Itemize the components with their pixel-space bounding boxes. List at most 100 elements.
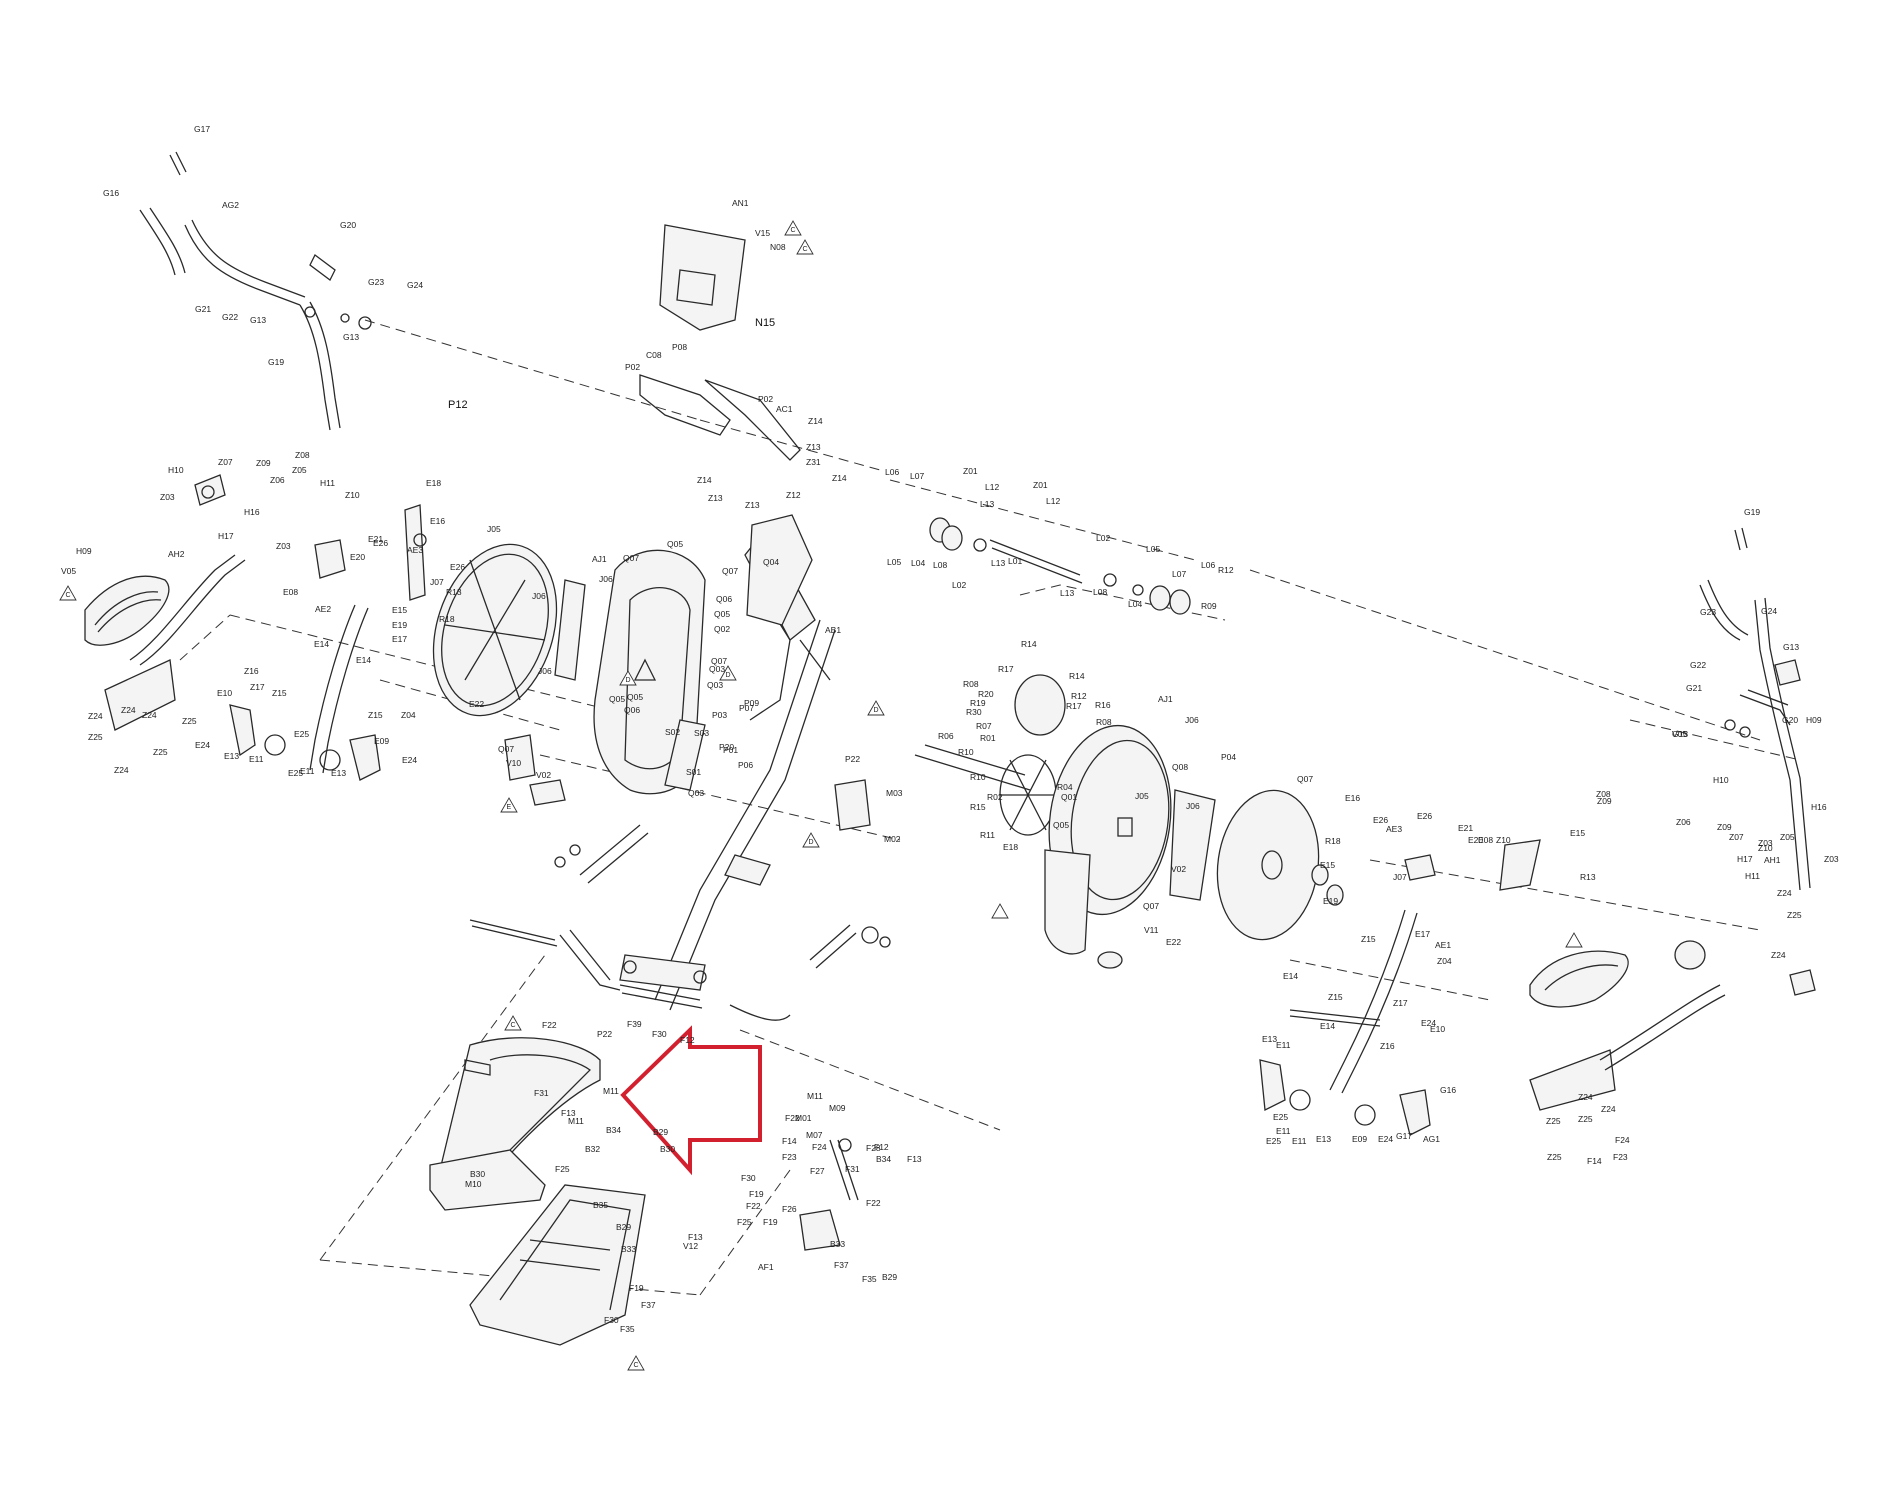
- part-label: G20: [1782, 715, 1798, 725]
- part-label: B32: [585, 1144, 600, 1154]
- part-label: P04: [1221, 752, 1236, 762]
- part-label: F22: [866, 1198, 881, 1208]
- part-label: V02: [1171, 864, 1186, 874]
- part-label: Q03: [709, 664, 725, 674]
- part-label: L12: [1046, 496, 1060, 506]
- part-label: Z09: [256, 458, 271, 468]
- left-pedal-group: [84, 474, 246, 731]
- part-label: F13: [561, 1108, 576, 1118]
- part-label: F39: [627, 1019, 642, 1029]
- part-label: E14: [1320, 1021, 1335, 1031]
- part-label: J06: [538, 666, 552, 676]
- part-label: Q08: [1172, 762, 1188, 772]
- part-label: P20: [719, 742, 734, 752]
- warning-triangle-letter: D: [626, 677, 631, 684]
- part-label: R09: [1201, 601, 1217, 611]
- part-label: Z24: [1578, 1092, 1593, 1102]
- part-label: V05: [61, 566, 76, 576]
- part-label: R01: [980, 733, 996, 743]
- part-label: F30: [652, 1029, 667, 1039]
- part-label: E26: [450, 562, 465, 572]
- left-handlebar-group: [139, 151, 372, 431]
- part-label: Z15: [272, 688, 287, 698]
- part-label: E10: [1430, 1024, 1445, 1034]
- part-label: E08: [1478, 835, 1493, 845]
- part-label: P07: [739, 703, 754, 713]
- part-label: E11: [1276, 1040, 1291, 1050]
- part-label: Z14: [832, 473, 847, 483]
- part-label: Z03: [1824, 854, 1839, 864]
- part-label: E17: [392, 634, 407, 644]
- part-label: Q05: [714, 609, 730, 619]
- part-label: L12: [985, 482, 999, 492]
- part-label: Z09: [1597, 796, 1612, 806]
- part-label: Q07: [498, 744, 514, 754]
- part-label: E10: [217, 688, 232, 698]
- part-label: F22: [785, 1113, 800, 1123]
- part-label: E22: [1166, 937, 1181, 947]
- part-label: L02: [952, 580, 966, 590]
- part-label: AE2: [315, 604, 331, 614]
- part-label: Z09: [1717, 822, 1732, 832]
- link-arm-group: [469, 824, 891, 1021]
- part-label: C08: [646, 350, 662, 360]
- part-label: Z25: [1547, 1152, 1562, 1162]
- warning-triangle-letter: D: [874, 707, 879, 714]
- part-label: R17: [998, 664, 1014, 674]
- part-label: E24: [1378, 1134, 1393, 1144]
- part-label: Z01: [1033, 480, 1048, 490]
- rear-base-group: [429, 1037, 601, 1211]
- part-label: Z10: [345, 490, 360, 500]
- part-label: E15: [1320, 860, 1335, 870]
- part-label: Z12: [786, 490, 801, 500]
- part-label: G13: [1783, 642, 1799, 652]
- part-label: Z06: [270, 475, 285, 485]
- part-label: S03: [694, 728, 709, 738]
- part-label: AG1: [1423, 1134, 1440, 1144]
- part-label: F13: [688, 1232, 703, 1242]
- part-label: AB1: [825, 625, 841, 635]
- part-label: L08: [1093, 587, 1107, 597]
- part-label: V10: [506, 758, 521, 768]
- part-label: F22: [746, 1201, 761, 1211]
- part-label: E15: [392, 605, 407, 615]
- part-label: F23: [782, 1152, 797, 1162]
- part-label: R08: [963, 679, 979, 689]
- part-label: R13: [446, 587, 462, 597]
- part-label: Z04: [1437, 956, 1452, 966]
- part-label: E26: [1417, 811, 1432, 821]
- part-label: M01: [795, 1113, 812, 1123]
- warning-triangle-icon: [867, 700, 885, 716]
- part-label: L05: [1146, 544, 1160, 554]
- part-label: F31: [534, 1088, 549, 1098]
- part-label: R08: [1096, 717, 1112, 727]
- part-label: G20: [340, 220, 356, 230]
- part-label: G23: [1700, 607, 1716, 617]
- part-label: Z08: [295, 450, 310, 460]
- warning-triangle-letter: C: [66, 592, 71, 599]
- part-label: R18: [1325, 836, 1341, 846]
- part-label: B29: [653, 1127, 668, 1137]
- part-label: E22: [469, 699, 484, 709]
- part-label: B33: [830, 1239, 845, 1249]
- part-label: Q05: [627, 692, 643, 702]
- part-label: L04: [911, 558, 925, 568]
- warning-triangle-icon: [504, 1015, 522, 1031]
- part-label: Z24: [114, 765, 129, 775]
- part-label: R16: [1095, 700, 1111, 710]
- part-label: R19: [970, 698, 986, 708]
- part-label: AN1: [732, 198, 749, 208]
- part-label: H11: [1745, 871, 1760, 881]
- part-label: J07: [430, 577, 444, 587]
- part-label: L06: [1201, 560, 1215, 570]
- part-label: M11: [807, 1091, 823, 1101]
- part-label: Q03: [707, 680, 723, 690]
- part-label: E14: [314, 639, 329, 649]
- warning-triangle-icon: [796, 239, 814, 255]
- part-label: Z25: [153, 747, 168, 757]
- part-label: F26: [782, 1204, 797, 1214]
- part-label: L05: [887, 557, 901, 567]
- part-label: Z24: [1777, 888, 1792, 898]
- part-label: E08: [283, 587, 298, 597]
- part-label: E15: [1570, 828, 1585, 838]
